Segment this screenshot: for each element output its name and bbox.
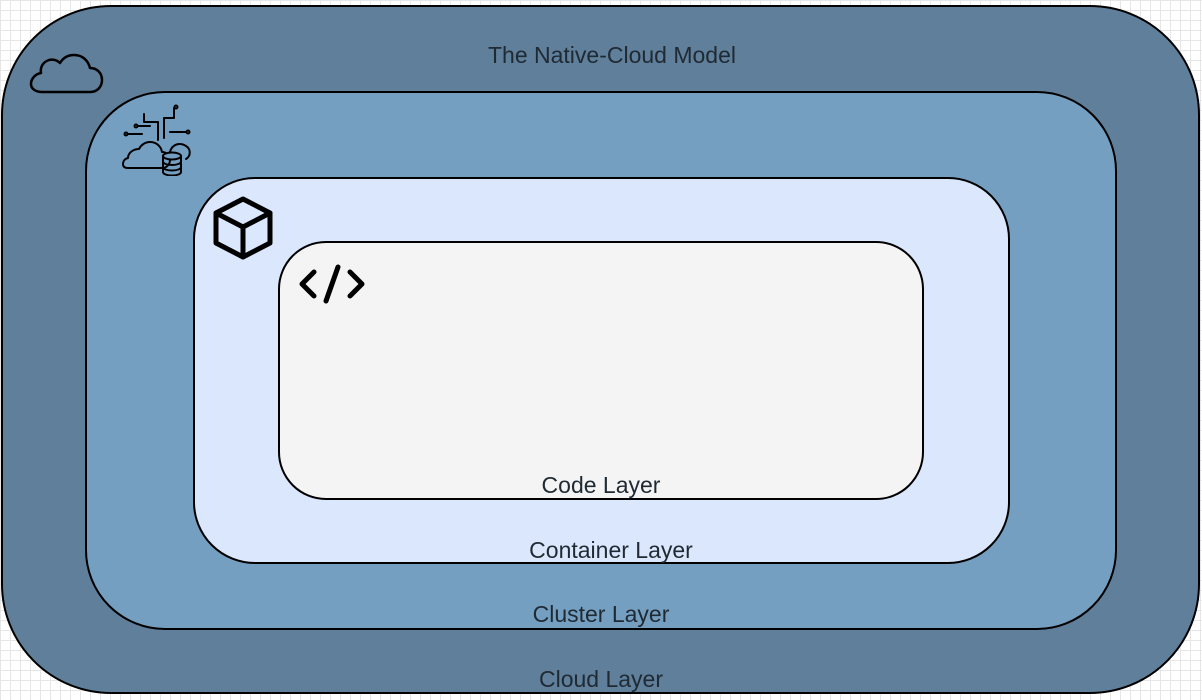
cube-icon bbox=[213, 196, 273, 260]
diagram-title: The Native-Cloud Model bbox=[487, 42, 737, 68]
code-icon bbox=[299, 264, 365, 304]
cloud-database-network-icon bbox=[122, 104, 191, 176]
cluster-layer-label: Cluster Layer bbox=[532, 601, 670, 627]
cloud-layer-label: Cloud Layer bbox=[538, 666, 664, 692]
code-layer-label: Code Layer bbox=[541, 472, 661, 498]
code-layer-box bbox=[278, 241, 924, 500]
container-layer-label: Container Layer bbox=[529, 537, 693, 563]
cloud-icon bbox=[29, 53, 104, 94]
